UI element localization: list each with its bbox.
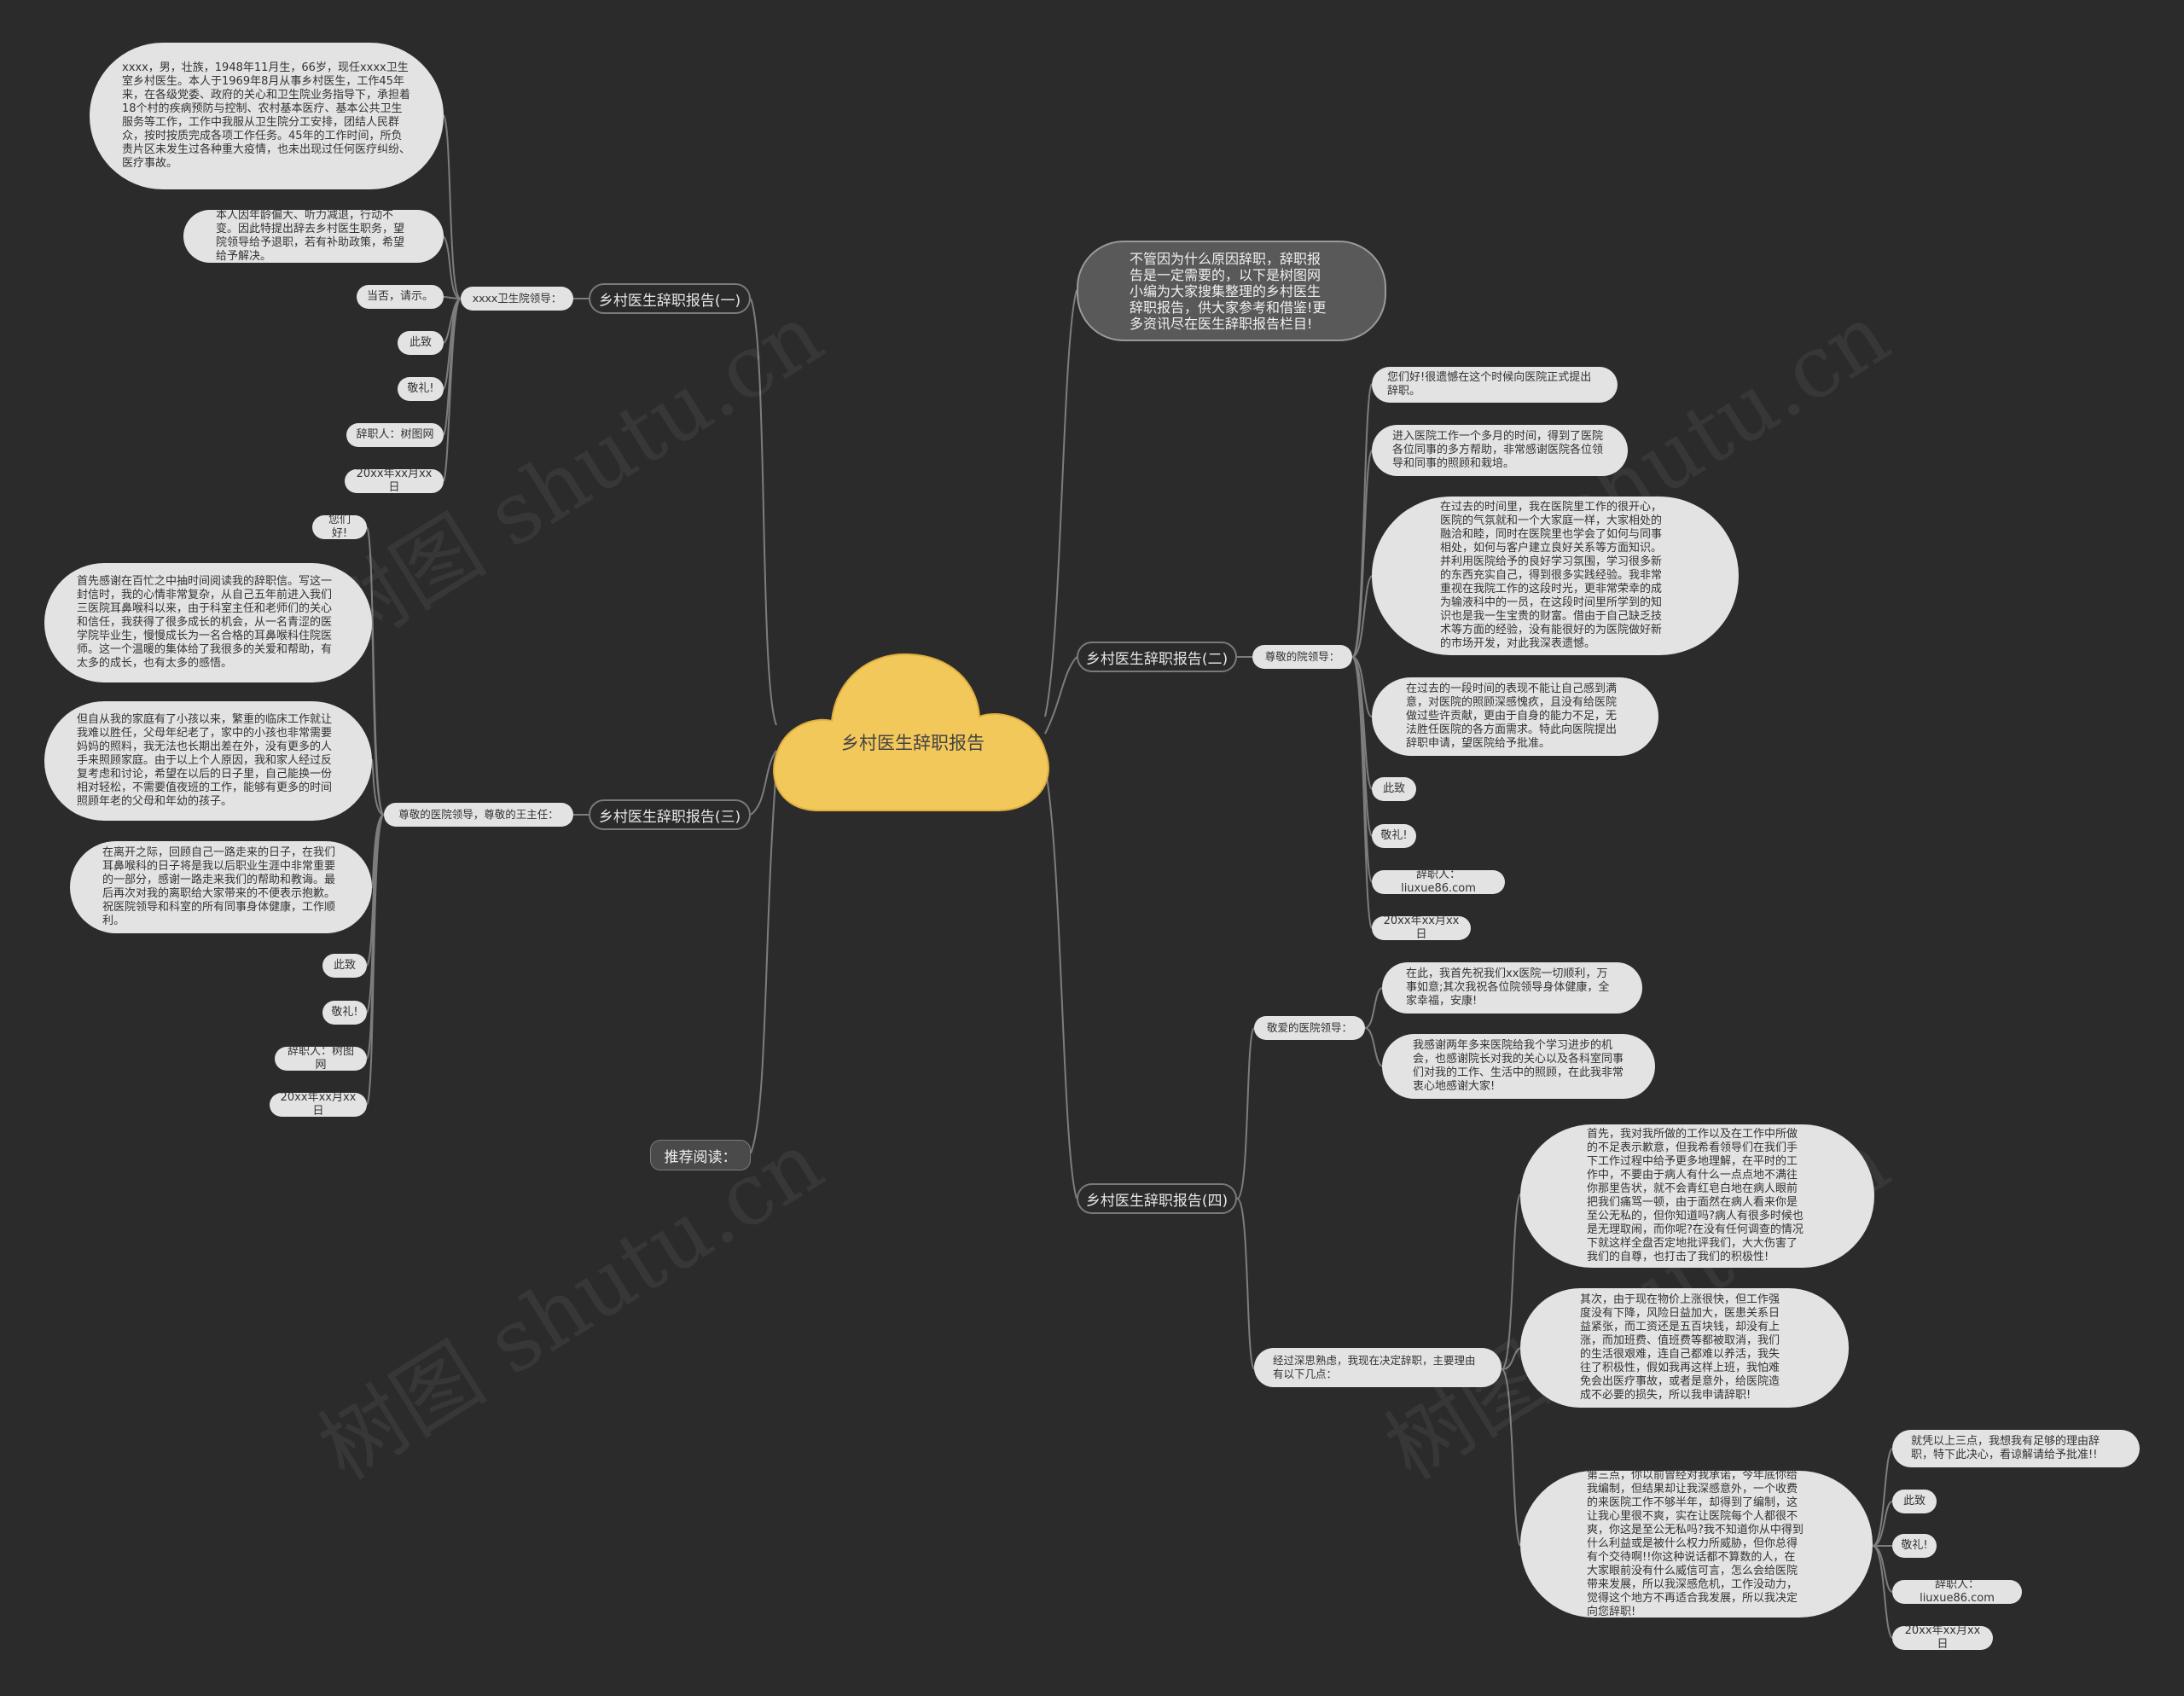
b2-paragraph-1[interactable]: 您们好!很遗憾在这个时候向医院正式提出辞职。: [1372, 367, 1618, 403]
b1-item[interactable]: 敬礼!: [398, 377, 444, 401]
b4-item[interactable]: 辞职人：liuxue86.com: [1892, 1578, 2022, 1605]
b4-reason-1[interactable]: 首先，我对我所做的工作以及在工作中所做的不足表示歉意，但我希看领导们在我们手下工…: [1520, 1124, 1874, 1268]
b3-paragraph-1[interactable]: 首先感谢在百忙之中抽时间阅读我的辞职信。写这一封信时，我的心情非常复杂，从自己五…: [44, 563, 372, 682]
b4-greeting-1[interactable]: 在此，我首先祝我们xx医院一切顺利，万事如意;其次我祝各位院领导身体健康，全家幸…: [1382, 962, 1642, 1014]
branch-title: 乡村医生辞职报告(三): [598, 808, 741, 826]
recommend-label: 推荐阅读：: [664, 1148, 737, 1166]
b2-paragraph-2[interactable]: 进入医院工作一个多月的时间，得到了医院各位同事的多方帮助，非常感谢医院各位领导和…: [1372, 425, 1628, 476]
recommend-node[interactable]: 推荐阅读：: [650, 1140, 751, 1170]
b4-item[interactable]: 此致: [1892, 1490, 1937, 1513]
b3-paragraph-2[interactable]: 但自从我的家庭有了小孩以来，繁重的临床工作就让我难以胜任，父母年纪老了，家中的小…: [44, 701, 372, 821]
b2-item[interactable]: 敬礼!: [1372, 824, 1416, 848]
b4-item[interactable]: 20xx年xx月xx日: [1892, 1624, 1993, 1651]
b3-paragraph-3[interactable]: 在离开之际，回顾自己一路走来的日子，在我们耳鼻喉科的日子将是我以后职业生涯中非常…: [70, 841, 372, 933]
b4-conclusion[interactable]: 就凭以上三点，我想我有足够的理由辞职，特下此决心，看谅解请给予批准!!: [1892, 1430, 2140, 1467]
branch-title: 乡村医生辞职报告(四): [1085, 1192, 1228, 1210]
b1-item[interactable]: 当否，请示。: [357, 285, 444, 309]
b1-salutation[interactable]: xxxx卫生院领导：: [461, 287, 573, 311]
b4-reason-2[interactable]: 其次，由于现在物价上涨很快，但工作强度没有下降，风险日益加大，医患关系日益紧张，…: [1520, 1288, 1849, 1408]
b1-item[interactable]: 20xx年xx月xx日: [345, 468, 444, 494]
b2-salutation[interactable]: 尊敬的院领导：: [1252, 645, 1352, 669]
b3-salutation[interactable]: 尊敬的医院领导，尊敬的王主任：: [384, 803, 573, 827]
b1-paragraph-1[interactable]: xxxx，男，壮族，1948年11月生，66岁，现任xxxx卫生室乡村医生。本人…: [90, 43, 444, 189]
b4-greeting-2[interactable]: 我感谢两年多来医院给我个学习进步的机会，也感谢院长对我的关心以及各科室同事们对我…: [1382, 1034, 1655, 1099]
intro-node[interactable]: 不管因为什么原因辞职，辞职报告是一定需要的，以下是树图网小编为大家搜集整理的乡村…: [1077, 241, 1386, 341]
b3-item[interactable]: 此致: [322, 954, 367, 978]
b1-paragraph-2[interactable]: 本人因年龄偏大、听力减退，行动不变。因此特提出辞去乡村医生职务，望院领导给予退职…: [183, 209, 444, 263]
b2-paragraph-3[interactable]: 在过去的时间里，我在医院里工作的很开心，医院的气氛就和一个大家庭一样，大家相处的…: [1372, 497, 1739, 655]
b3-item[interactable]: 20xx年xx月xx日: [270, 1091, 367, 1118]
branch-report-1[interactable]: 乡村医生辞职报告(一): [589, 283, 751, 314]
b1-item[interactable]: 辞职人：树图网: [346, 423, 444, 447]
central-topic[interactable]: 乡村医生辞职报告: [768, 644, 1058, 815]
b3-item[interactable]: 您们好!: [312, 514, 367, 540]
branch-report-3[interactable]: 乡村医生辞职报告(三): [589, 799, 751, 830]
branch-title: 乡村医生辞职报告(一): [598, 292, 741, 310]
b2-paragraph-4[interactable]: 在过去的一段时间的表现不能让自己感到满意，对医院的照顾深感愧疚，且没有给医院做过…: [1372, 677, 1658, 756]
b3-item[interactable]: 敬礼!: [322, 1001, 367, 1025]
central-title: 乡村医生辞职报告: [841, 733, 985, 753]
b2-item[interactable]: 20xx年xx月xx日: [1372, 915, 1471, 941]
b4-reason-3[interactable]: 第三点，你以前曾经对我承诺，今年底你给我编制，但结果却让我深感意外，一个收费的来…: [1520, 1469, 1873, 1618]
b2-item[interactable]: 辞职人：liuxue86.com: [1372, 868, 1505, 895]
b4-item[interactable]: 敬礼!: [1892, 1534, 1937, 1558]
b2-item[interactable]: 此致: [1372, 777, 1416, 801]
intro-text: 不管因为什么原因辞职，辞职报告是一定需要的，以下是树图网小编为大家搜集整理的乡村…: [1130, 250, 1327, 332]
b4-reasons-intro[interactable]: 经过深思熟虑，我现在决定辞职，主要理由有以下几点：: [1254, 1348, 1502, 1387]
branch-report-2[interactable]: 乡村医生辞职报告(二): [1077, 642, 1237, 672]
b4-salutation[interactable]: 敬爱的医院领导：: [1254, 1016, 1365, 1040]
b3-item[interactable]: 辞职人：树图网: [275, 1045, 367, 1072]
branch-report-4[interactable]: 乡村医生辞职报告(四): [1077, 1183, 1237, 1214]
branch-title: 乡村医生辞职报告(二): [1085, 650, 1228, 668]
cloud-shape: [773, 653, 1049, 811]
b1-item[interactable]: 此致: [398, 331, 444, 355]
